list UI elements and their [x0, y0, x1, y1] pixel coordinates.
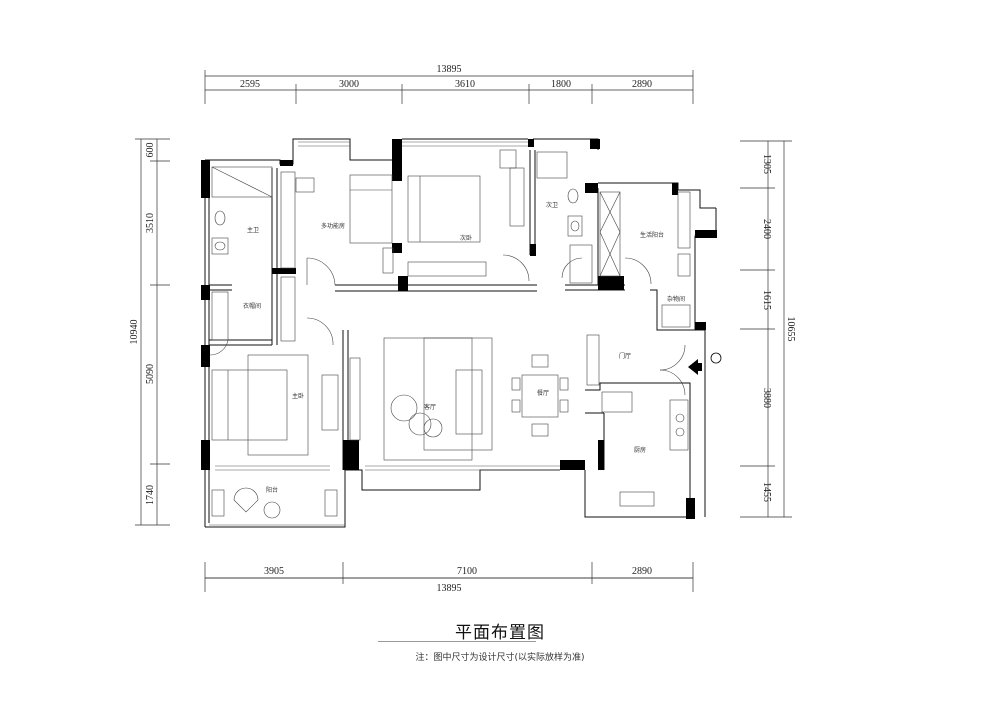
label-cloakroom: 衣帽间 [243, 302, 261, 310]
label-balcony: 阳台 [266, 486, 278, 494]
label-utility-balcony: 生活阳台 [640, 231, 664, 239]
right-seg-5: 1455 [761, 482, 772, 502]
title-underline [378, 641, 536, 642]
label-dining-room: 餐厅 [537, 389, 549, 397]
right-total-label: 10655 [785, 317, 796, 342]
wall-outlines [204, 138, 717, 528]
top-dimensions [204, 70, 694, 104]
label-master-bath: 主卫 [247, 226, 259, 234]
bottom-dimensions [204, 562, 694, 592]
left-dimension-labels: 10940 600 3510 5090 1740 [129, 143, 156, 506]
drawing-title: 平面布置图 [455, 623, 545, 643]
left-seg-3: 5090 [145, 364, 156, 384]
bottom-seg-3: 2890 [632, 566, 652, 577]
bottom-total-label: 13895 [437, 583, 462, 594]
bottom-seg-2: 7100 [457, 566, 477, 577]
label-master-bedroom: 主卧 [292, 392, 304, 400]
label-storage: 杂物间 [667, 295, 685, 303]
door-swings [209, 254, 686, 396]
top-dimension-labels: 13895 2595 3000 3610 1800 2890 [240, 64, 652, 90]
entrance-arrow-icon [688, 352, 722, 375]
bottom-dimension-labels: 3905 7100 2890 13895 [264, 566, 652, 594]
right-seg-1: 1305 [761, 154, 772, 174]
top-seg-5: 2890 [632, 79, 652, 90]
right-seg-3: 1615 [761, 290, 772, 310]
label-kitchen: 厨房 [634, 446, 646, 454]
top-total-label: 13895 [437, 64, 462, 75]
label-multi-room: 多功能房 [321, 222, 345, 230]
left-seg-1: 600 [145, 143, 156, 158]
right-seg-4: 3880 [761, 388, 772, 408]
right-dimensions [740, 140, 792, 518]
left-total-label: 10940 [129, 320, 140, 345]
windows [209, 141, 560, 526]
left-dimensions [135, 138, 170, 526]
top-seg-3: 3610 [455, 79, 475, 90]
top-seg-1: 2595 [240, 79, 260, 90]
structural-columns [201, 139, 717, 519]
furniture [211, 149, 691, 519]
label-entrance: 门厅 [619, 352, 631, 360]
top-seg-4: 1800 [551, 79, 571, 90]
drawing-note: 注：图中尺寸为设计尺寸(以实际放样为准) [415, 653, 585, 663]
room-labels: 主卫 多功能房 次卧 次卫 生活阳台 衣帽间 杂物间 主卧 客厅 餐厅 门厅 厨… [243, 201, 685, 494]
left-seg-4: 1740 [145, 485, 156, 505]
right-dimension-labels: 1305 2400 1615 3880 1455 10655 [761, 154, 796, 502]
bottom-seg-1: 3905 [264, 566, 284, 577]
top-seg-2: 3000 [339, 79, 359, 90]
right-seg-2: 2400 [761, 219, 772, 239]
label-second-bedroom: 次卧 [460, 234, 472, 242]
left-seg-2: 3510 [145, 213, 156, 233]
label-living-room: 客厅 [424, 403, 436, 411]
label-guest-bath: 次卫 [546, 201, 558, 209]
